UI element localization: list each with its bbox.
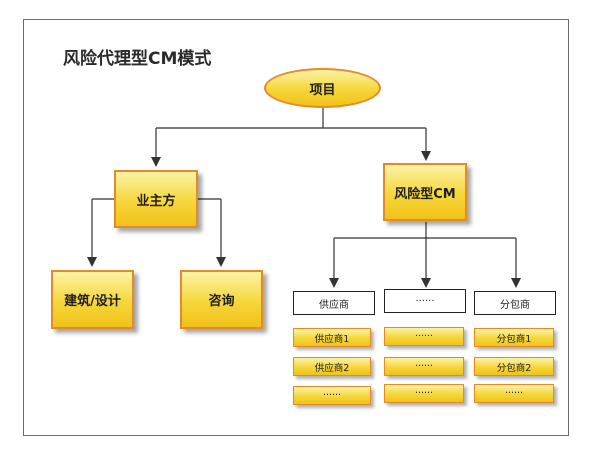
column-item: 分包商2 (474, 357, 554, 376)
node-consult: 咨询 (180, 270, 263, 329)
column-item: ······ (384, 327, 464, 346)
column-header-supplier: 供应商 (293, 291, 375, 315)
column-item: ······ (384, 384, 464, 403)
column-item: 供应商1 (293, 328, 371, 347)
column-item: 分包商1 (474, 328, 554, 347)
column-item: ······ (293, 386, 371, 405)
connector-cm (334, 222, 516, 239)
diagram-frame (23, 19, 569, 436)
column-item: 供应商2 (293, 357, 371, 376)
node-root: 项目 (264, 68, 381, 108)
connector-root (156, 108, 426, 129)
diagram-title: 风险代理型CM模式 (63, 49, 212, 69)
column-header-ellipsis: ······ (384, 289, 466, 313)
column-item: ······ (384, 357, 464, 376)
node-design: 建筑/设计 (51, 270, 134, 329)
column-header-subcontractor: 分包商 (474, 291, 556, 315)
node-owner: 业主方 (114, 170, 198, 228)
node-cm: 风险型CM (383, 163, 467, 221)
column-item: ······ (474, 384, 554, 403)
